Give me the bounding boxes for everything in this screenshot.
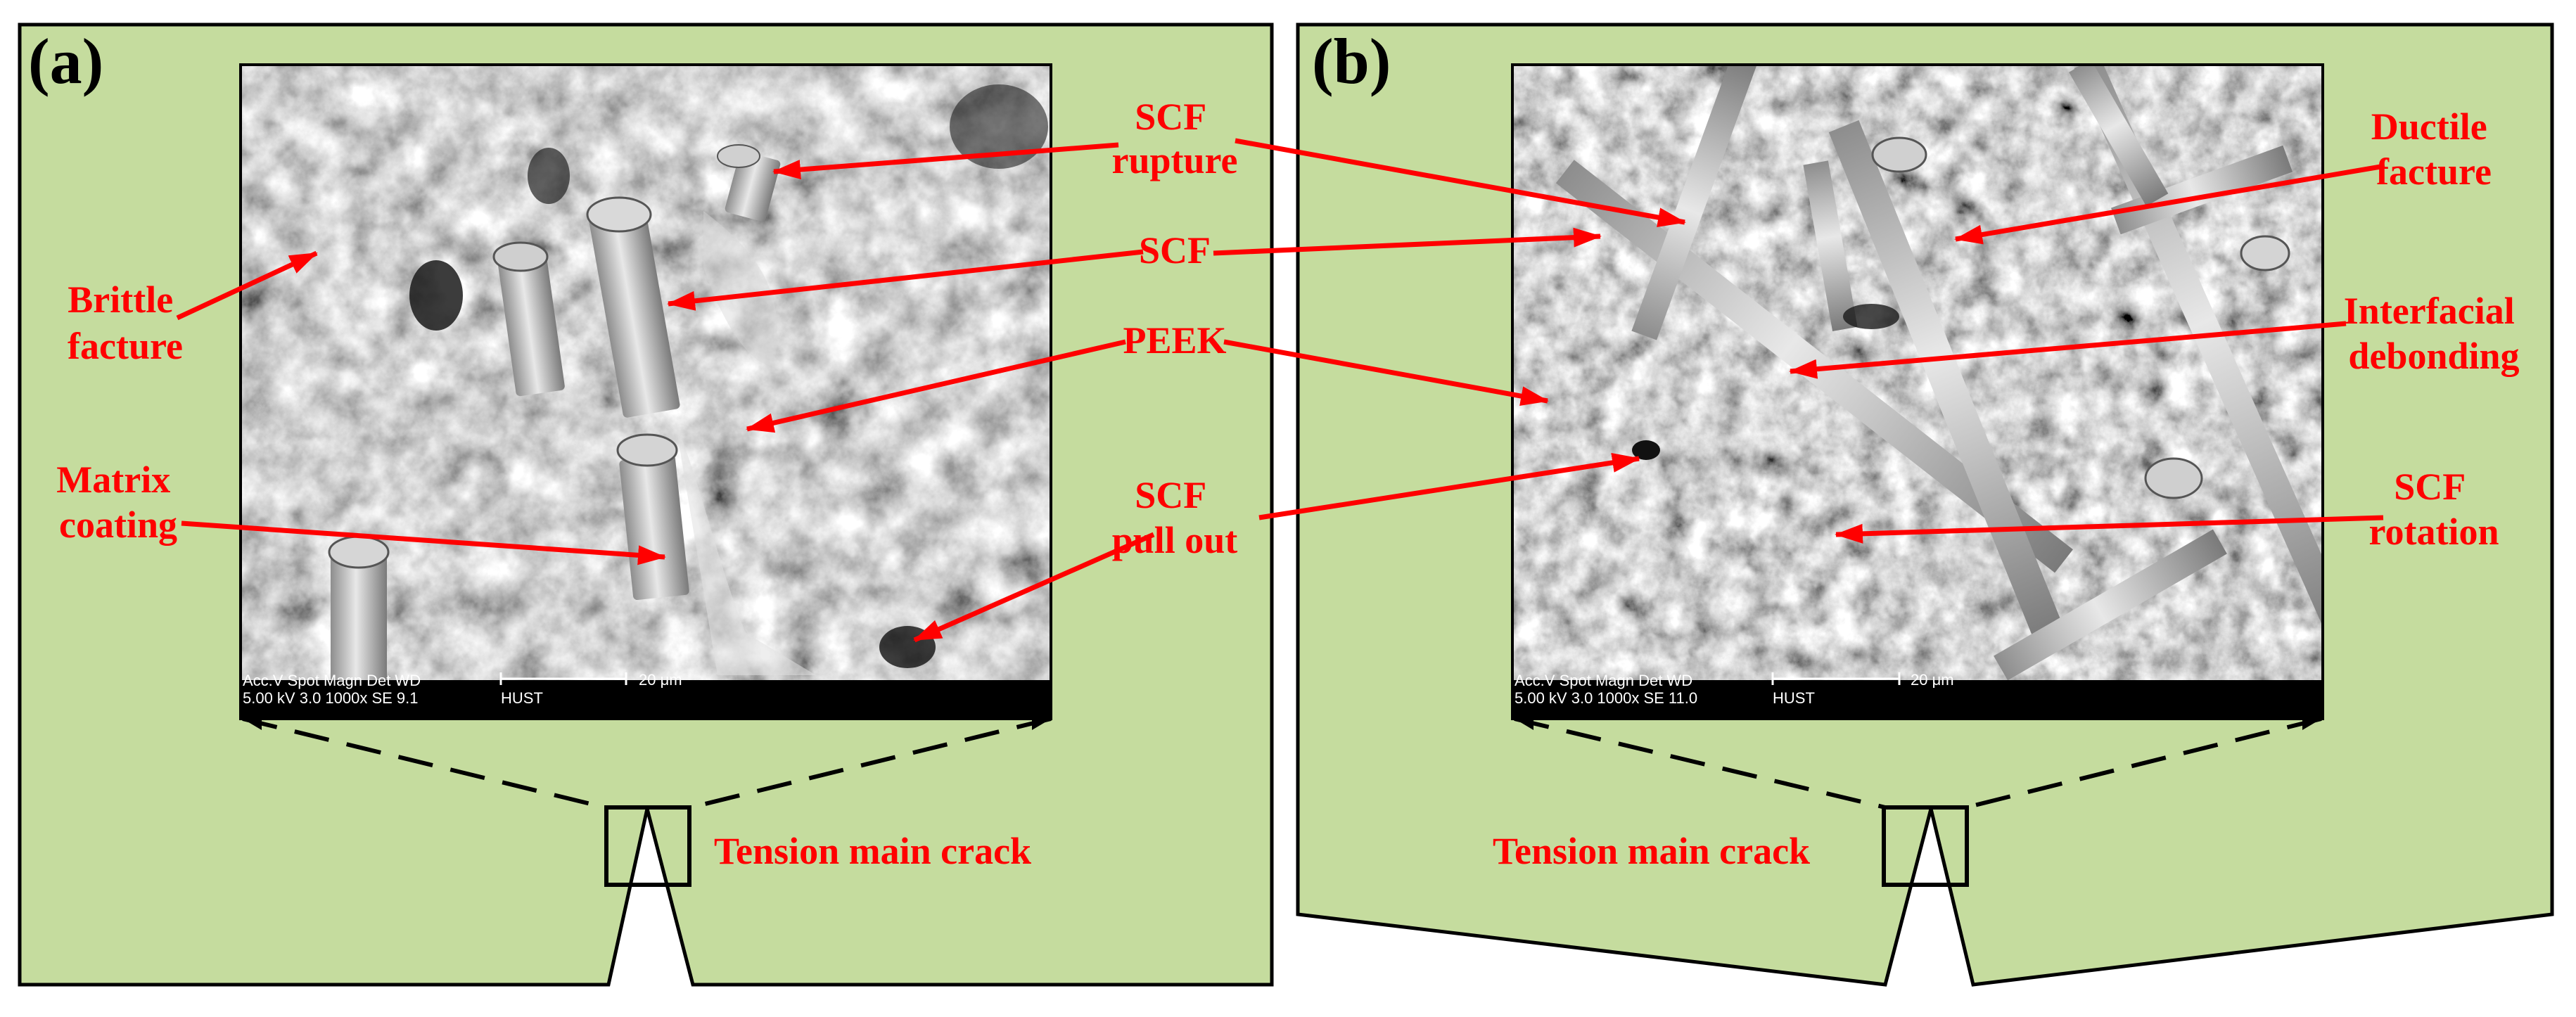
arrow-peek-a [746, 339, 1126, 433]
crack-label-a: Tension main crack [714, 830, 1031, 872]
sem-info-header-a: Acc.V Spot Magn Det WD [243, 672, 421, 689]
arrow-scf-b [1213, 227, 1602, 256]
label-scf-pull-out: SCF pull out [1112, 474, 1238, 561]
sem-info-header-b: Acc.V Spot Magn Det WD [1515, 672, 1692, 689]
arrow-matrix-a [181, 520, 666, 565]
arrow-scf-rupture-b [1235, 138, 1686, 227]
scale-bar-label-b: 20 μm [1911, 671, 1954, 689]
scale-bar-label-a: 20 μm [639, 671, 682, 689]
label-brittle-facture: Brittle facture [68, 279, 183, 367]
arrow-pull-out-b [1258, 453, 1640, 520]
arrows-b [1213, 138, 2385, 544]
label-scf-rotation: SCF rotation [2369, 466, 2499, 553]
arrow-pull-out-a [913, 532, 1155, 643]
label-ductile-facture: Ductile facture [2371, 105, 2497, 193]
crack-box-b [1882, 805, 1969, 887]
sem-fibers-a [328, 144, 781, 680]
sem-image-b: 20 μm Acc.V Spot Magn Det WD 5.00 kV 3.0… [1511, 63, 2324, 720]
arrow-ductile-b [1954, 163, 2385, 245]
arrow-peek-b [1223, 339, 1549, 406]
panel-label-a: (a) [28, 25, 103, 97]
arrow-scf-a [667, 249, 1144, 311]
arrow-brittle-a [176, 250, 318, 321]
panel-label-b: (b) [1312, 25, 1391, 97]
arrow-scf-rupture-a [772, 142, 1119, 180]
sem-fibers-b [1555, 65, 2323, 680]
label-scf-rupture: SCF rupture [1111, 96, 1237, 181]
label-scf-a: SCF [1139, 229, 1211, 271]
panel-a: (a) [18, 23, 1274, 987]
zoom-line-a-left [242, 717, 606, 810]
zoom-line-b-right [1965, 717, 2322, 810]
arrow-rotation-b [1835, 515, 2384, 544]
sem-info-lab-a: HUST [501, 689, 543, 707]
label-matrix-coating: Matrix coating [56, 459, 179, 546]
sem-info-lab-b: HUST [1773, 689, 1815, 707]
sem-info-values-a: 5.00 kV 3.0 1000x SE 9.1 [243, 689, 419, 707]
label-interfacial-debonding: Interfacial debonding [2344, 290, 2524, 377]
sem-image-a: 20 μm Acc.V Spot Magn Det WD 5.00 kV 3.0… [239, 63, 1052, 720]
label-peek: PEEK [1123, 319, 1226, 362]
crack-box-a [604, 805, 691, 887]
arrow-debonding-b [1789, 321, 2347, 379]
zoom-line-b-left [1514, 717, 1886, 810]
crack-label-b: Tension main crack [1493, 830, 1810, 872]
panel-b: (b) [1213, 23, 2554, 987]
sem-info-values-b: 5.00 kV 3.0 1000x SE 11.0 [1515, 689, 1697, 707]
zoom-line-a-right [690, 717, 1052, 810]
arrows-a [176, 142, 1155, 643]
